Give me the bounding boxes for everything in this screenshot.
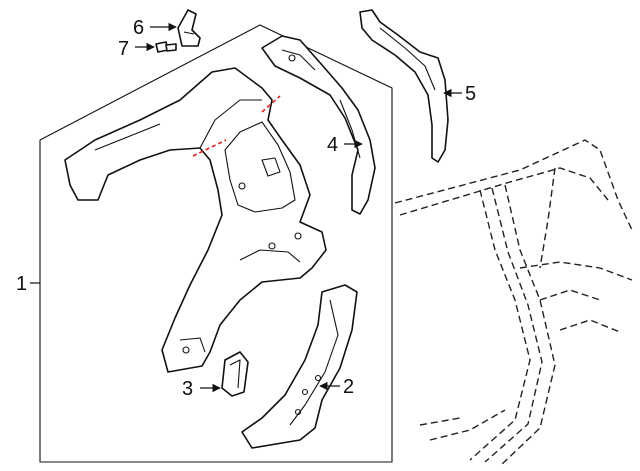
part-1-quarter-inner-panel: [64, 67, 327, 373]
part-4-inner-reinforcement: [261, 35, 376, 215]
callout-3: 3: [182, 378, 193, 400]
callout-7: 7: [118, 38, 129, 60]
part-2-pillar-reinforcement: [241, 284, 358, 449]
assembly-boundary: [39, 24, 393, 463]
cut-line-lower: [192, 139, 227, 157]
part-6-hinge-bracket: [177, 9, 201, 47]
callout-6: 6: [133, 17, 144, 39]
vehicle-body-ghost-outline: [394, 139, 633, 467]
part-7-bolt: [155, 41, 177, 53]
callout-4: 4: [327, 134, 338, 156]
callout-2: 2: [343, 376, 354, 398]
callout-1: 1: [16, 273, 27, 295]
part-3-bracket: [221, 351, 249, 397]
part-5-upper-pillar: [359, 9, 449, 163]
callout-5: 5: [465, 83, 476, 105]
